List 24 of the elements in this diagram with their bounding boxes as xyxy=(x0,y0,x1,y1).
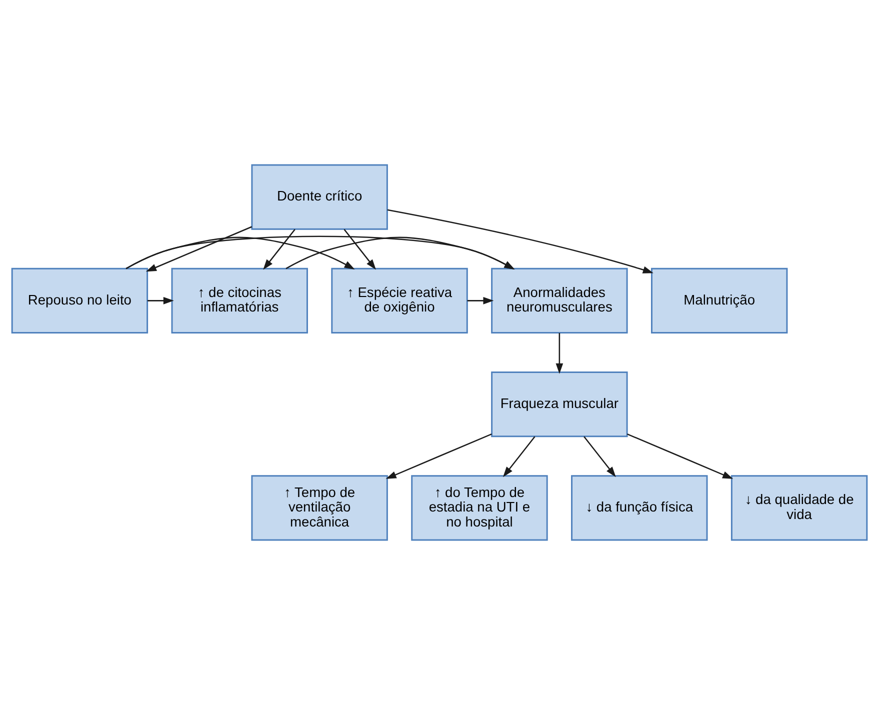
node-box: Fraqueza muscular xyxy=(491,372,628,438)
arrow xyxy=(467,297,494,304)
arrow xyxy=(584,436,616,478)
node-box: Anormalidades neuromusculares xyxy=(491,268,628,334)
node-box: ↓ da qualidade de vida xyxy=(730,475,868,541)
arrow xyxy=(387,209,654,274)
arrow xyxy=(556,333,564,374)
node-box: Repouso no leito xyxy=(11,268,148,334)
node-box: Doente crítico xyxy=(251,164,388,230)
arrow xyxy=(286,236,515,270)
node-box: Malnutrição xyxy=(651,268,788,334)
arrow xyxy=(126,236,515,270)
arrow xyxy=(502,436,536,478)
node-box: ↑ de citocinas inflamatórias xyxy=(171,268,308,334)
arrow xyxy=(386,433,492,479)
node-box: ↑ Espécie reativa de oxigênio xyxy=(331,268,468,334)
arrow xyxy=(146,226,252,272)
node-box: ↓ da função física xyxy=(571,475,708,541)
arrow xyxy=(626,433,734,479)
node-box: ↑ do Tempo de estadia na UTI e no hospital xyxy=(411,475,548,541)
arrow xyxy=(147,297,174,304)
arrow xyxy=(263,228,296,270)
arrow xyxy=(344,228,376,270)
node-box: ↑ Tempo de ventilação mecânica xyxy=(251,475,388,541)
